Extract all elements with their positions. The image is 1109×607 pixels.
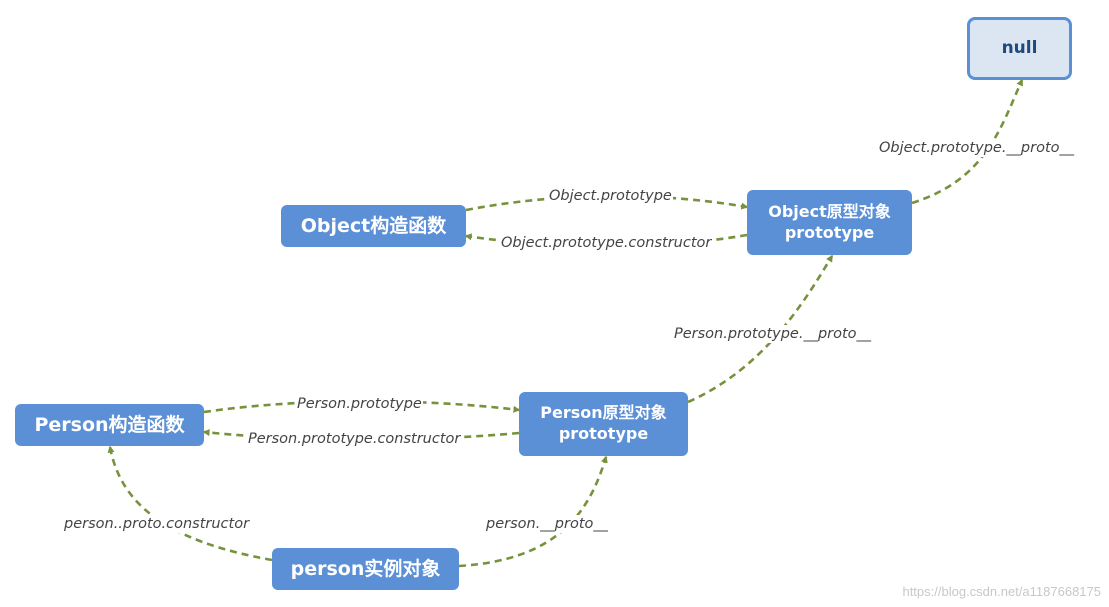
person-prototype-label: Person原型对象 bbox=[540, 403, 667, 423]
edge-object-proto-to-null bbox=[911, 78, 1024, 205]
edge-object-prototype bbox=[465, 194, 749, 212]
person-constructor-node: Person构造函数 bbox=[15, 404, 204, 446]
watermark: https://blog.csdn.net/a1187668175 bbox=[902, 584, 1101, 599]
person-prototype-node: Person原型对象 prototype bbox=[519, 392, 688, 456]
edge-label-person-prototype-constructor: Person.prototype.constructor bbox=[247, 430, 462, 448]
object-prototype-node: Object原型对象 prototype bbox=[747, 190, 912, 255]
edge-label-object-proto-to-null: Object.prototype.__proto__ bbox=[878, 139, 1076, 157]
edge-label-instance-proto-constructor: person..proto.constructor bbox=[63, 515, 251, 533]
object-prototype-sublabel: prototype bbox=[784, 222, 875, 242]
null-node: null bbox=[967, 17, 1072, 80]
edge-label-object-prototype: Object.prototype bbox=[548, 187, 673, 205]
edge-instance-proto-constructor bbox=[107, 445, 273, 562]
edge-label-instance-proto: person.__proto__ bbox=[485, 515, 609, 533]
person-constructor-label: Person构造函数 bbox=[34, 413, 185, 436]
edge-instance-proto bbox=[458, 455, 608, 568]
edge-label-person-prototype: Person.prototype bbox=[296, 395, 423, 413]
person-instance-node: person实例对象 bbox=[272, 548, 459, 590]
null-node-label: null bbox=[1001, 38, 1038, 59]
person-instance-label: person实例对象 bbox=[290, 557, 441, 580]
person-prototype-sublabel: prototype bbox=[558, 424, 649, 443]
object-constructor-label: Object构造函数 bbox=[300, 214, 447, 237]
object-constructor-node: Object构造函数 bbox=[281, 205, 466, 247]
edge-label-person-proto-to-object-proto: Person.prototype.__proto__ bbox=[673, 325, 873, 343]
edge-label-object-prototype-constructor: Object.prototype.constructor bbox=[500, 234, 713, 252]
object-prototype-label: Object原型对象 bbox=[768, 201, 891, 221]
